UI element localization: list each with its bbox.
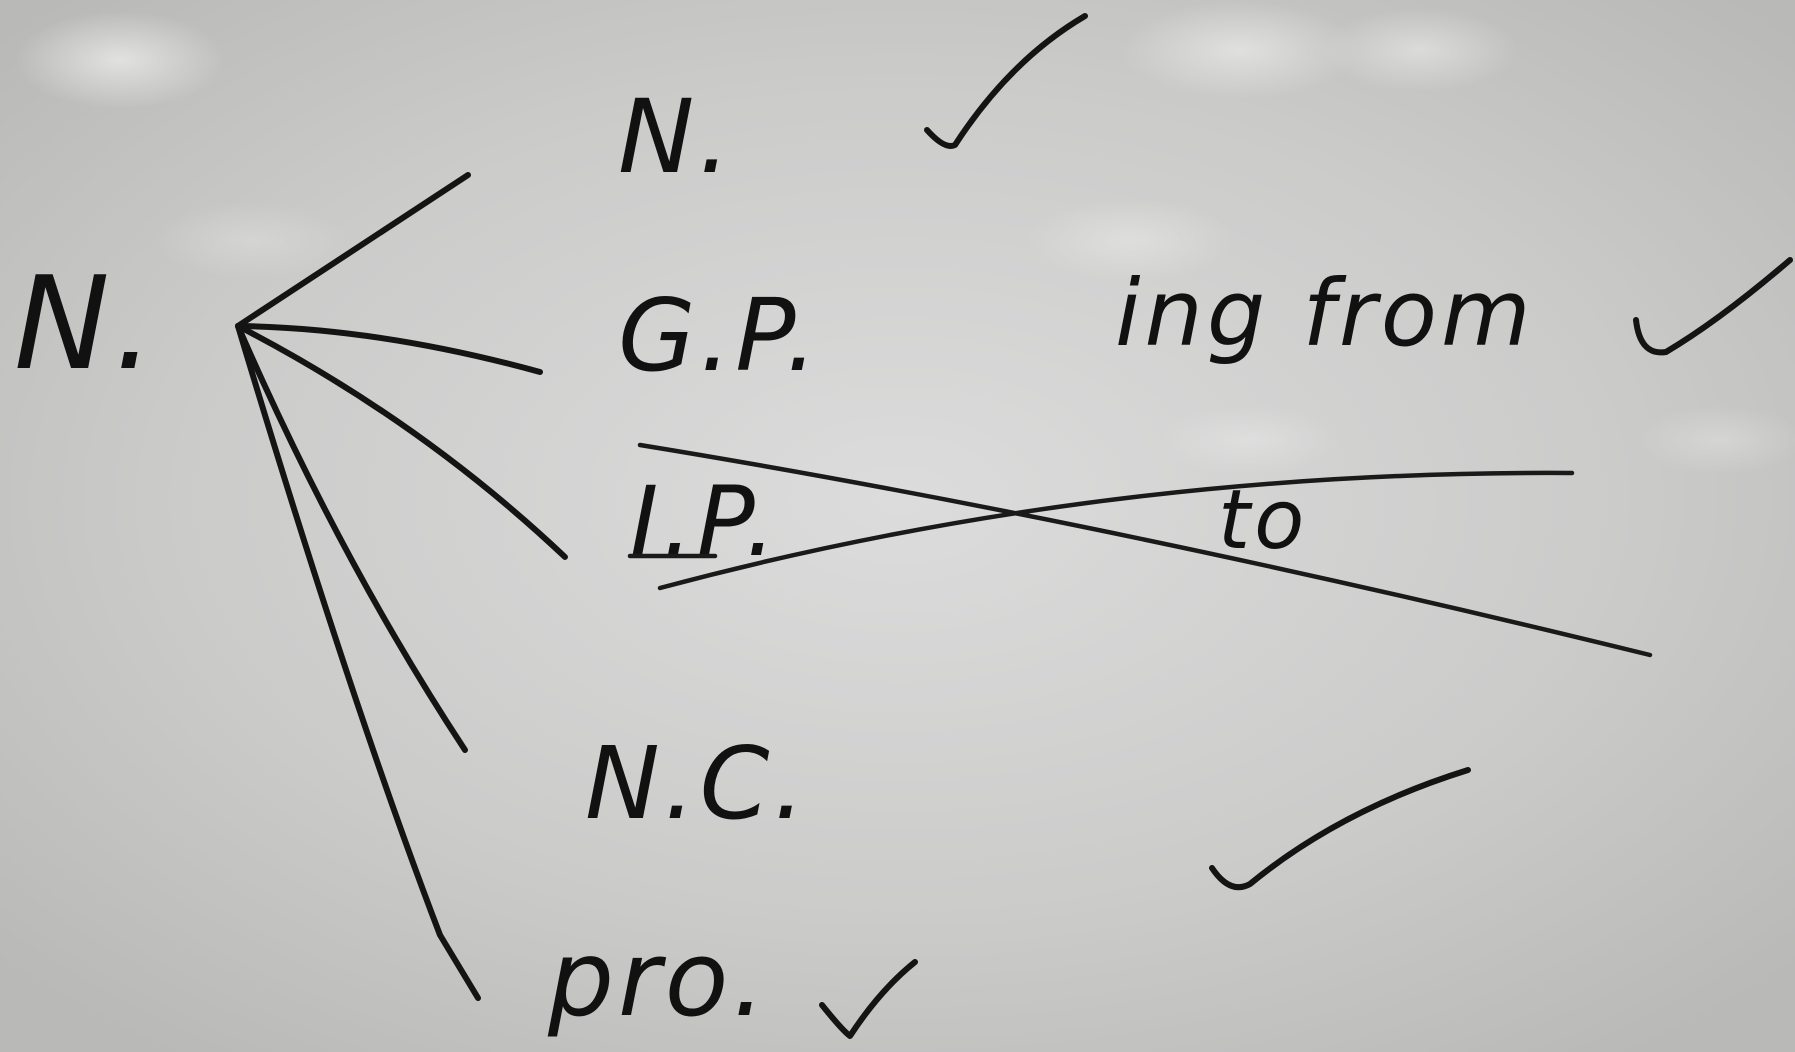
cross-out-line-up — [657, 470, 1575, 591]
branch-line-gp — [235, 323, 543, 375]
branch-label-ip: I.P. — [630, 466, 780, 578]
branch-label-nc: N.C. — [585, 725, 809, 842]
check-mark-n — [924, 13, 1088, 149]
branch-label-gp: G.P. — [618, 277, 822, 394]
branch-line-ip — [235, 323, 568, 560]
branch-line-n — [235, 172, 471, 329]
check-mark-gp — [1633, 257, 1793, 356]
cross-out-line-down — [637, 442, 1653, 658]
check-mark-pro — [819, 959, 918, 1039]
branch-note-gp: ing from — [1115, 260, 1535, 367]
branch-line-pro — [235, 323, 481, 1001]
check-mark-nc — [1209, 767, 1471, 891]
cross-out-mark — [637, 442, 1653, 658]
tree-branches — [235, 172, 568, 1001]
branch-line-nc — [235, 323, 468, 753]
branch-label-n: N. — [618, 78, 735, 197]
branch-label-pro: pro. — [547, 918, 769, 1040]
root-label: N. — [14, 250, 158, 399]
